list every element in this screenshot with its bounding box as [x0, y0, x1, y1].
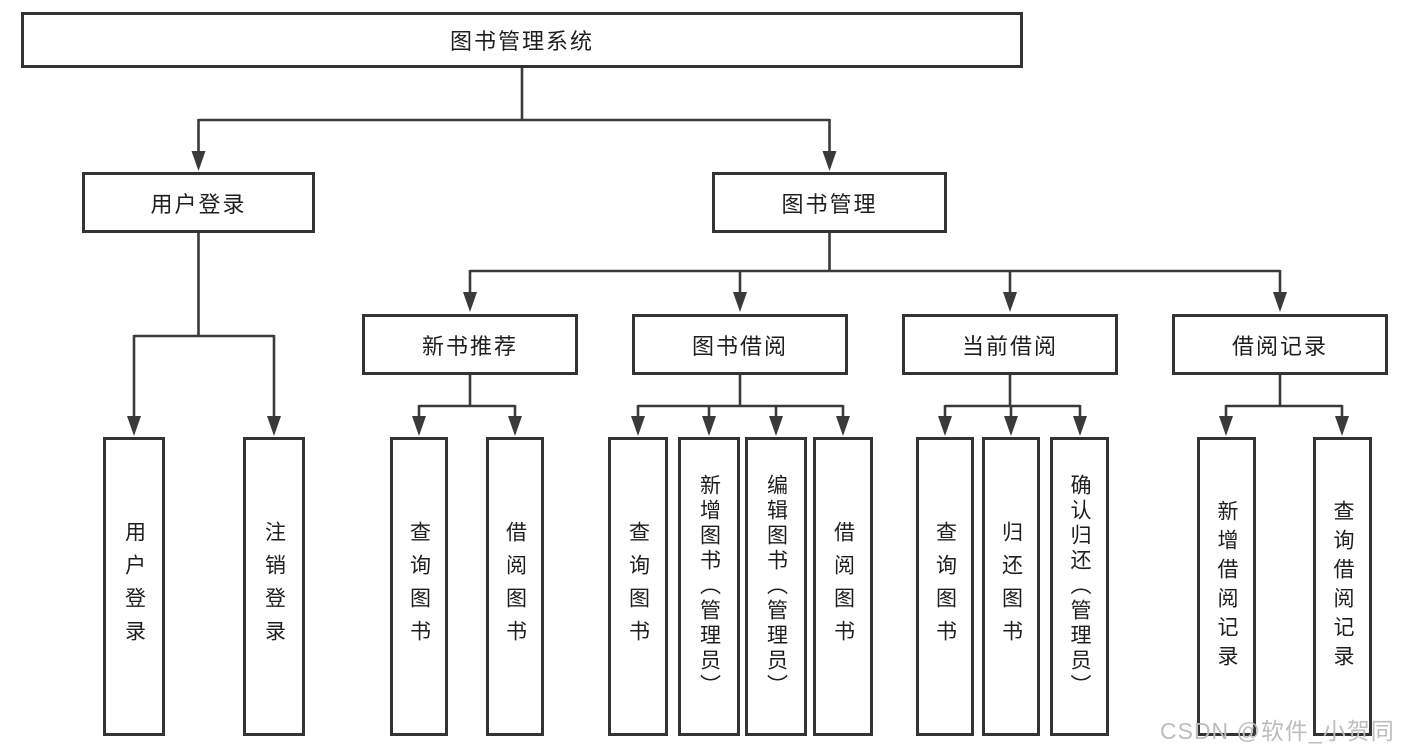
node-label: 编辑图书（管理员）: [764, 474, 788, 699]
node-book-management: 图书管理: [712, 172, 947, 233]
leaf-logout: 注销登录: [243, 437, 305, 736]
node-label: 新书推荐: [421, 333, 518, 359]
leaf-user-login: 用户登录: [103, 437, 165, 736]
leaf-add-books-admin: 新增图书（管理员）: [678, 437, 740, 736]
node-label: 用户登录: [122, 520, 146, 653]
arrow-down-icon: [412, 416, 426, 436]
node-label: 查询借阅记录: [1331, 499, 1354, 674]
arrow-down-icon: [702, 416, 716, 436]
node-label: 查询图书: [407, 520, 431, 653]
node-label: 归还图书: [999, 520, 1023, 653]
leaf-borrow-books: 借阅图书: [486, 437, 544, 736]
arrow-down-icon: [463, 292, 477, 312]
tree-edges: [132, 68, 1344, 418]
leaf-confirm-return-admin: 确认归还（管理员）: [1050, 437, 1109, 736]
node-book-borrowing: 图书借阅: [632, 314, 848, 375]
arrow-down-icon: [1273, 292, 1287, 312]
node-label: 图书借阅: [691, 333, 788, 359]
arrow-down-icon: [1335, 416, 1349, 436]
arrow-down-icon: [267, 416, 281, 436]
leaf-query-books: 查询图书: [916, 437, 974, 736]
arrow-down-icon: [191, 151, 206, 171]
arrow-down-icon: [733, 292, 747, 312]
leaf-query-borrow-record: 查询借阅记录: [1313, 437, 1372, 736]
node-user-login: 用户登录: [82, 172, 315, 233]
arrow-down-icon: [1004, 416, 1018, 436]
node-label: 图书管理: [781, 191, 878, 217]
node-label: 借阅图书: [831, 520, 855, 653]
arrow-down-icon: [938, 416, 952, 436]
arrow-down-icon: [508, 416, 522, 436]
arrow-down-icon: [1219, 416, 1233, 436]
node-label: 确认归还（管理员）: [1068, 474, 1091, 699]
arrow-down-icon: [769, 416, 783, 436]
node-label: 图书管理系统: [449, 29, 594, 54]
arrow-down-icon: [1003, 292, 1017, 312]
node-label: 查询图书: [933, 520, 957, 653]
leaf-borrow-books: 借阅图书: [813, 437, 873, 736]
leaf-edit-books-admin: 编辑图书（管理员）: [745, 437, 807, 736]
arrow-down-icon: [822, 151, 837, 171]
arrow-down-icon: [836, 416, 850, 436]
node-label: 新增借阅记录: [1215, 499, 1238, 674]
node-current-borrowing: 当前借阅: [902, 314, 1118, 375]
node-label: 查询图书: [626, 520, 650, 653]
arrow-down-icon: [1073, 416, 1087, 436]
leaf-query-books: 查询图书: [608, 437, 668, 736]
node-label: 借阅记录: [1231, 333, 1328, 359]
leaf-add-borrow-record: 新增借阅记录: [1197, 437, 1256, 736]
node-label: 借阅图书: [503, 520, 527, 653]
node-borrowing-records: 借阅记录: [1172, 314, 1388, 375]
node-label: 当前借阅: [961, 333, 1058, 359]
node-new-book-recommend: 新书推荐: [362, 314, 578, 375]
arrow-down-icon: [127, 416, 141, 436]
node-library-management-system: 图书管理系统: [21, 12, 1023, 68]
arrow-down-icon: [631, 416, 645, 436]
leaf-query-books: 查询图书: [390, 437, 448, 736]
node-label: 用户登录: [150, 191, 247, 217]
node-label: 新增图书（管理员）: [697, 474, 721, 699]
node-label: 注销登录: [262, 520, 286, 653]
leaf-return-books: 归还图书: [982, 437, 1040, 736]
csdn-watermark: CSDN @软件_小贺同学: [1160, 718, 1395, 744]
